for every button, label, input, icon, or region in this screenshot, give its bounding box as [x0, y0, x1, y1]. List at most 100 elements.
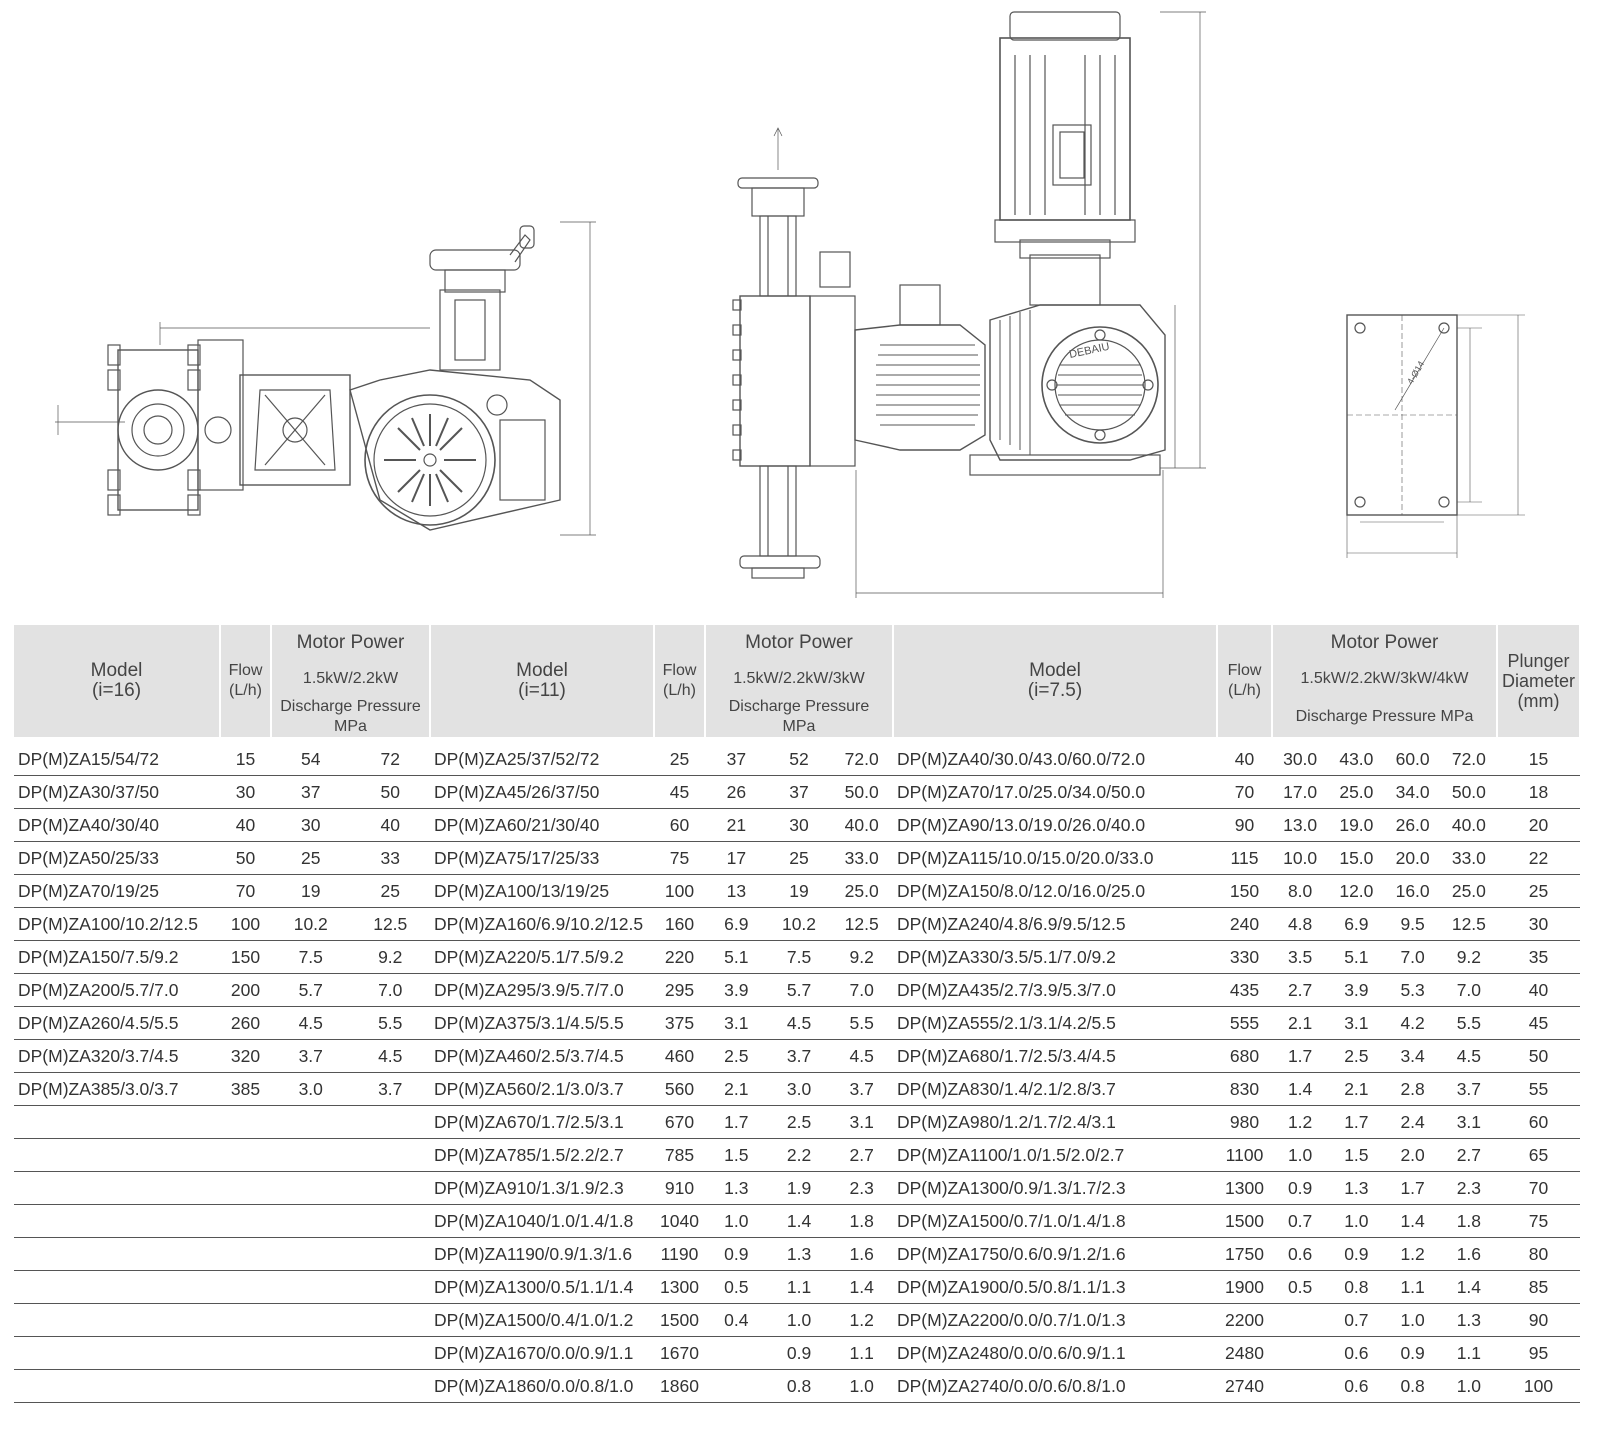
pressure-value: 1.5: [724, 1144, 749, 1165]
flow-cell: 25: [654, 737, 705, 776]
pressure-value: 7.0: [1400, 946, 1425, 967]
flow-cell: 1190: [654, 1237, 705, 1271]
pressure-value: 9.5: [1400, 913, 1425, 934]
plunger-diameter-cell: 95: [1497, 1336, 1580, 1370]
flow-cell: 830: [1217, 1072, 1272, 1106]
pressure-value: 4.5: [298, 1012, 323, 1033]
model-i11-cell: DP(M)ZA160/6.9/10.2/12.5: [430, 907, 654, 941]
pressure-value: 8.0: [1287, 880, 1313, 901]
pressure-value: 3.7: [1456, 1078, 1482, 1099]
plunger-diameter-cell: 75: [1497, 1204, 1580, 1238]
flow-cell: 40: [1217, 737, 1272, 776]
flow-cell: 1750: [1217, 1237, 1272, 1271]
pressure-value: 1.0: [724, 1210, 749, 1231]
plunger-diameter-cell: 85: [1497, 1270, 1580, 1304]
pressure-value: 9.2: [1456, 946, 1482, 967]
header-power-group-1: 1.5kW/2.2kW: [271, 661, 431, 697]
flow-cell: 45: [654, 775, 705, 809]
pressure-value: 0.8: [786, 1375, 812, 1396]
pressure-value: 17: [726, 847, 747, 868]
pressure-value: 50.0: [1451, 781, 1486, 802]
plunger-diameter-cell: 22: [1497, 841, 1580, 875]
pressure-value: 1.7: [1287, 1045, 1313, 1066]
pressure-value: 3.1: [1344, 1012, 1369, 1033]
pressure-value: 1.7: [1400, 1177, 1425, 1198]
pressure-value: 7.0: [1456, 979, 1482, 1000]
pressure-value: 4.2: [1400, 1012, 1425, 1033]
flow-cell: 50: [220, 841, 271, 875]
model-i11-cell: DP(M)ZA60/21/30/40: [430, 808, 654, 842]
pressure-value: 0.7: [1287, 1210, 1313, 1231]
pressure-value: 40.0: [844, 814, 879, 835]
pressure-value: 0.8: [1344, 1276, 1369, 1297]
model-i75-cell: DP(M)ZA2740/0.0/0.6/0.8/1.0: [893, 1369, 1217, 1403]
header-power-group-2: 1.5kW/2.2kW/3kW: [705, 661, 894, 697]
pressure-value: 19: [301, 880, 321, 901]
pressure-value: 5.1: [724, 946, 749, 967]
pressure-value: 2.1: [1287, 1012, 1313, 1033]
flow-cell: 320: [220, 1039, 271, 1073]
flow-cell: 1670: [654, 1336, 705, 1370]
flow-cell: 670: [654, 1105, 705, 1139]
pressure-value: 4.5: [786, 1012, 812, 1033]
flow-cell: 100: [654, 874, 705, 908]
model-i16-cell: DP(M)ZA150/7.5/9.2: [14, 940, 220, 974]
pressure-value: 19.0: [1339, 814, 1374, 835]
pressure-value: 0.9: [786, 1342, 812, 1363]
flow-cell: 40: [220, 808, 271, 842]
pressure-value: 5.7: [298, 979, 323, 1000]
pressure-value: 2.0: [1400, 1144, 1425, 1165]
header-motor-power-3: Motor Power: [1272, 625, 1498, 661]
pressure-value: 0.6: [1287, 1243, 1313, 1264]
header-model-i11: Model (i=11): [430, 625, 655, 737]
pressure-value: 2.5: [786, 1111, 812, 1132]
flow-cell: 435: [1217, 973, 1272, 1007]
flow-cell: 260: [220, 1006, 271, 1040]
flow-cell: 295: [654, 973, 705, 1007]
model-i75-cell: DP(M)ZA1500/0.7/1.0/1.4/1.8: [893, 1204, 1217, 1238]
pressure-group-1-cell: [271, 1171, 430, 1205]
pressure-value: 37: [726, 748, 747, 769]
flow-cell: 2480: [1217, 1336, 1272, 1370]
model-i16-cell: [14, 1138, 220, 1172]
pressure-value: 0.7: [1344, 1309, 1369, 1330]
model-i16-cell: DP(M)ZA385/3.0/3.7: [14, 1072, 220, 1106]
flow-cell: 1900: [1217, 1270, 1272, 1304]
model-i16-cell: [14, 1171, 220, 1205]
header-plunger-diameter: Plunger Diameter (mm): [1497, 625, 1581, 737]
flow-cell: 160: [654, 907, 705, 941]
pressure-value: 25: [301, 847, 321, 868]
flow-cell: [220, 1336, 271, 1370]
model-i11-cell: DP(M)ZA1040/1.0/1.4/1.8: [430, 1204, 654, 1238]
model-i16-cell: DP(M)ZA260/4.5/5.5: [14, 1006, 220, 1040]
pressure-value: 54: [301, 748, 321, 769]
model-i75-cell: DP(M)ZA980/1.2/1.7/2.4/3.1: [893, 1105, 1217, 1139]
pressure-group-1-cell: [271, 1237, 430, 1271]
model-i11-cell: DP(M)ZA1500/0.4/1.0/1.2: [430, 1303, 654, 1337]
pressure-value: 16.0: [1395, 880, 1430, 901]
pressure-value: 4.5: [849, 1045, 874, 1066]
pressure-value: 1.0: [1456, 1375, 1482, 1396]
pressure-value: 25.0: [844, 880, 879, 901]
pressure-value: 34.0: [1395, 781, 1430, 802]
pressure-value: 1.4: [786, 1210, 812, 1231]
pressure-value: 1.7: [1344, 1111, 1369, 1132]
flow-cell: 1500: [654, 1303, 705, 1337]
pressure-value: 37: [789, 781, 809, 802]
